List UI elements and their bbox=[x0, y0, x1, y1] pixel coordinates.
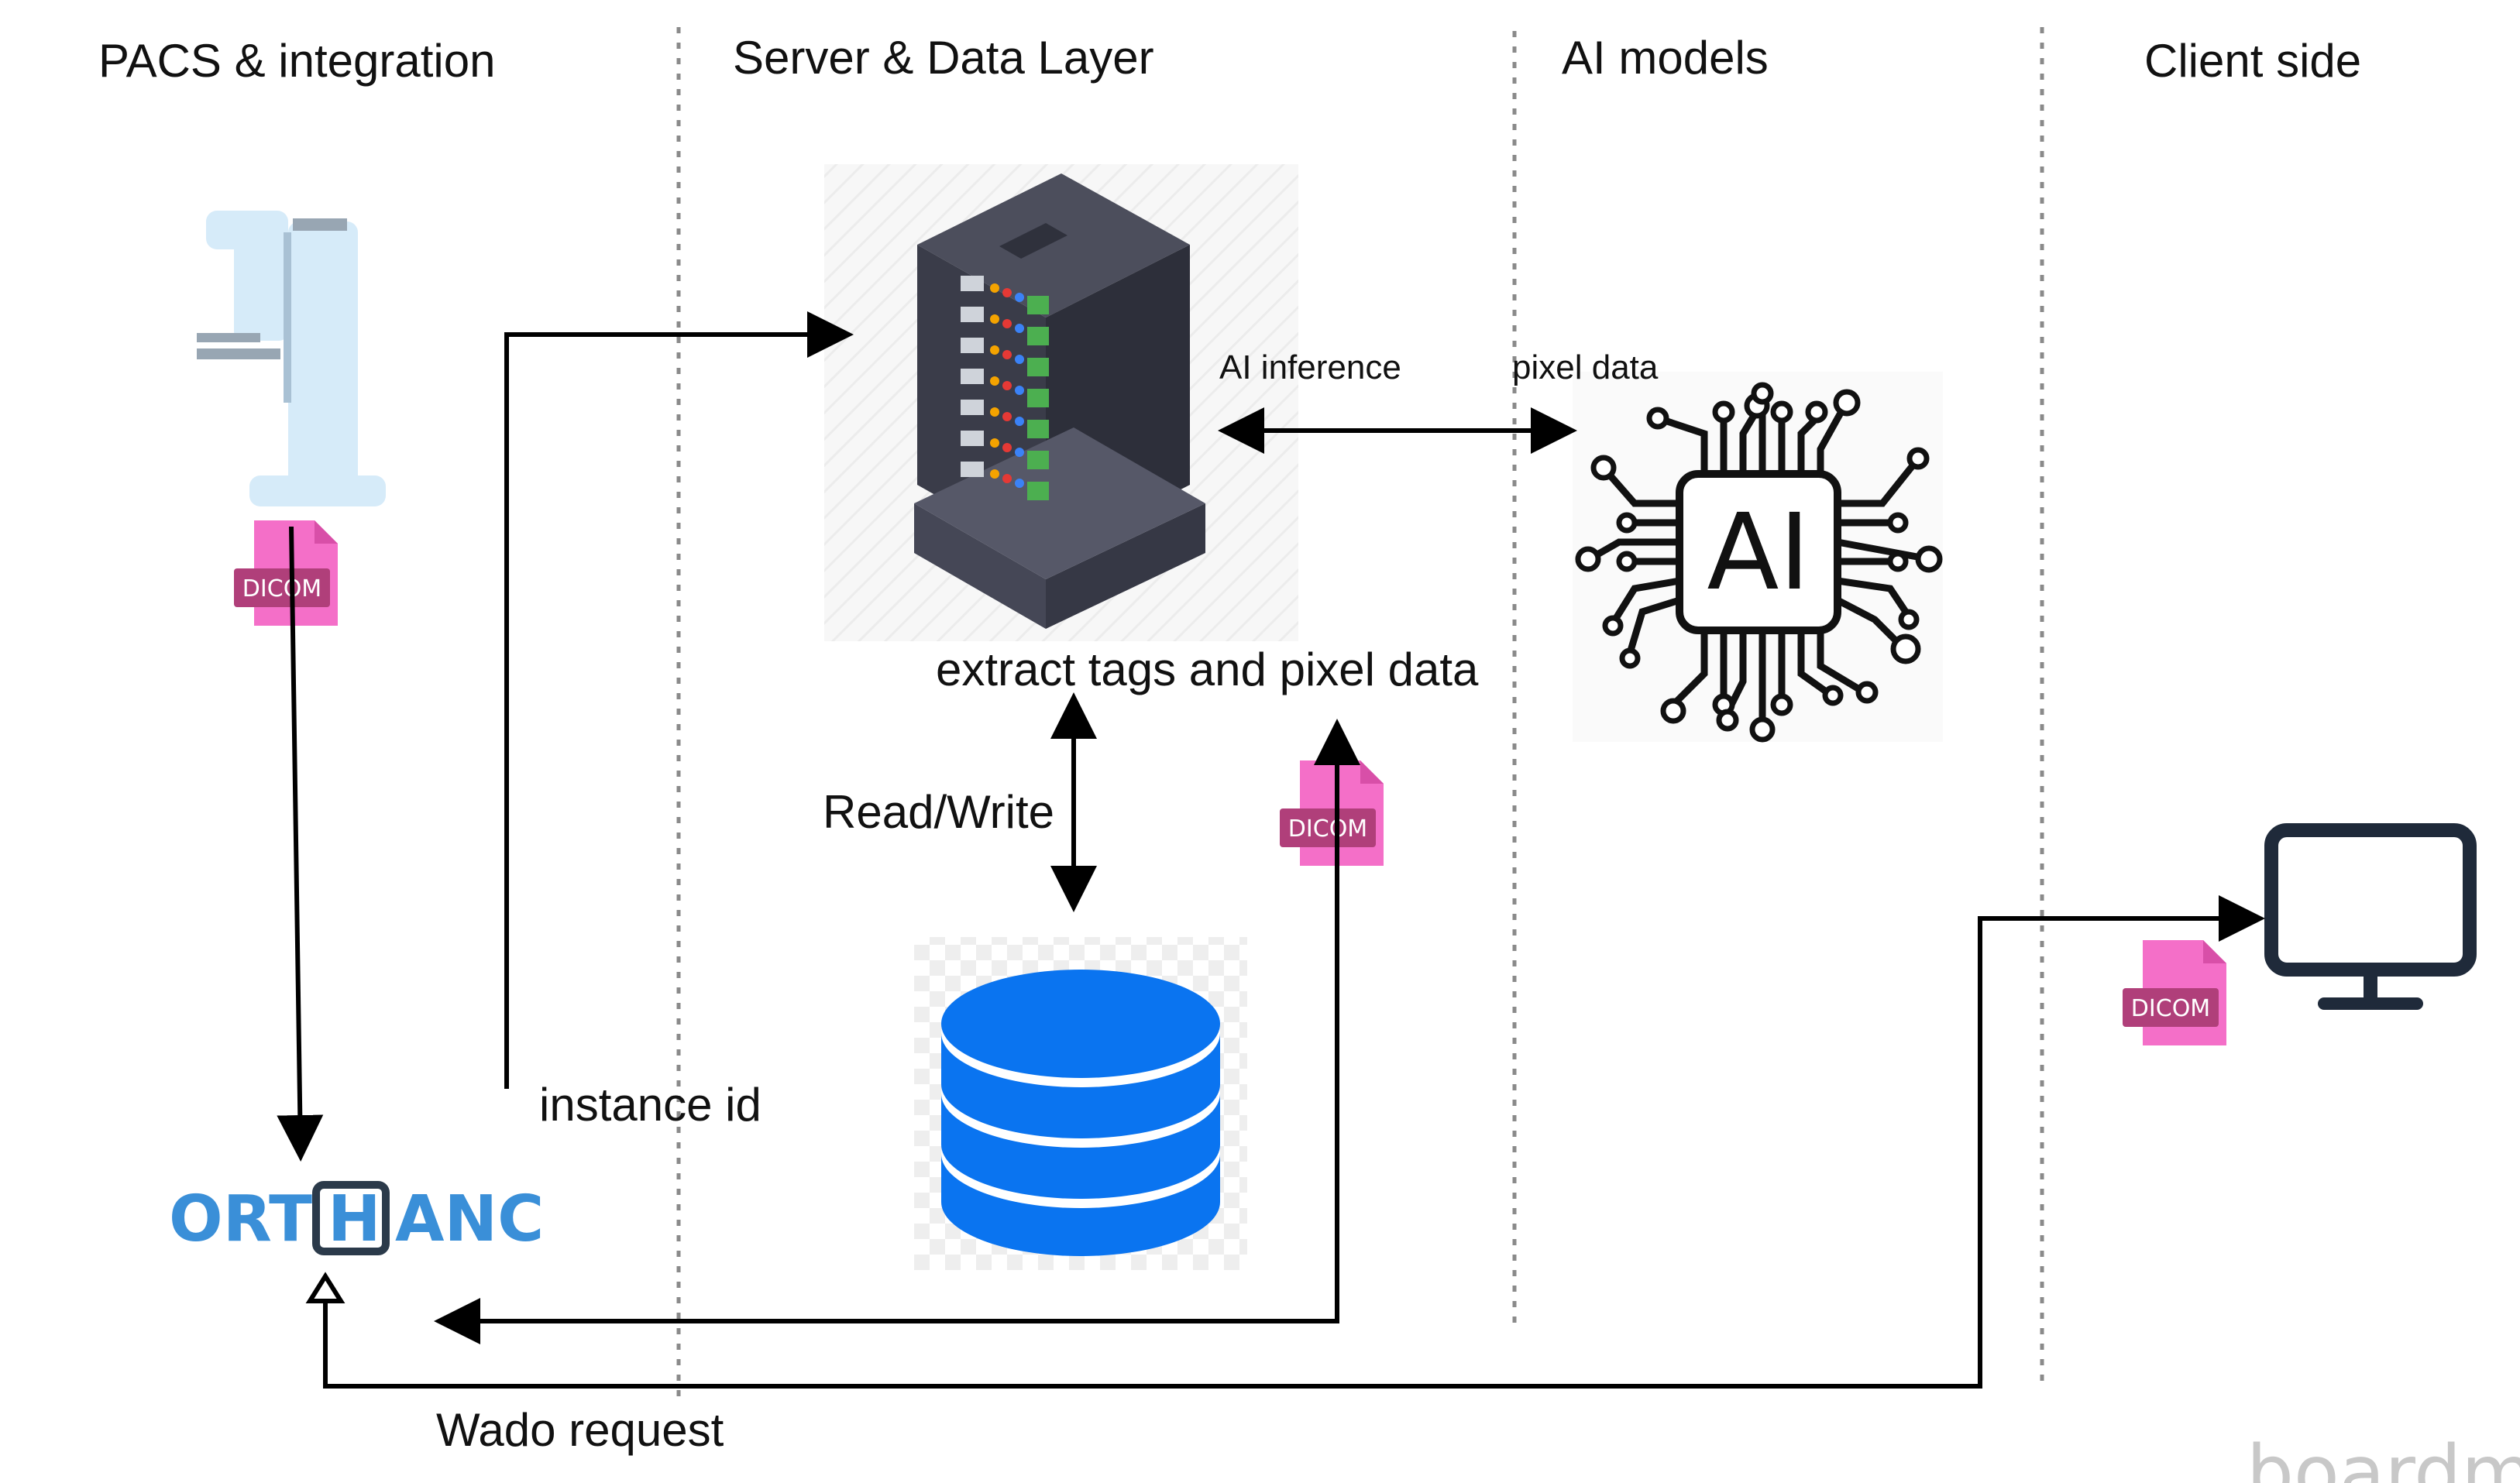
orthanc-text-left: ORT bbox=[169, 1183, 312, 1256]
arrow-instance-id-to-server bbox=[504, 311, 854, 1089]
orthanc-logo: ORT H ANC bbox=[169, 1181, 544, 1256]
dicom-file-icon: DICOM bbox=[2123, 940, 2226, 1045]
wado-hollow-arrowhead bbox=[305, 1272, 346, 1303]
label-read-write: Read/Write bbox=[823, 786, 1055, 838]
dicom-badge-label: DICOM bbox=[2131, 995, 2210, 1022]
lane-heading-ai: AI models bbox=[1562, 32, 1769, 84]
lane-heading-client: Client side bbox=[2144, 35, 2362, 87]
ai-chip-icon: AI bbox=[1573, 372, 1943, 743]
orthanc-text-right: ANC bbox=[395, 1183, 544, 1256]
arrow-modality-to-orthanc bbox=[277, 526, 324, 1162]
monitor-icon bbox=[2264, 823, 2477, 1010]
orthanc-text-mid: H bbox=[328, 1183, 381, 1256]
server-led-rows bbox=[961, 276, 1049, 500]
label-wado-request: Wado request bbox=[436, 1404, 724, 1456]
watermark: boardmi bbox=[2247, 1430, 2520, 1483]
dicom-badge-label: DICOM bbox=[242, 575, 321, 602]
dicom-badge-label: DICOM bbox=[1288, 815, 1367, 843]
dicom-file-icon: DICOM bbox=[234, 520, 338, 626]
lane-heading-pacs: PACS & integration bbox=[98, 35, 496, 87]
label-pixel-data: pixel data bbox=[1512, 348, 1659, 386]
connectors bbox=[277, 311, 2265, 1389]
label-instance-id: instance id bbox=[539, 1079, 762, 1131]
lane-heading-server: Server & Data Layer bbox=[733, 32, 1154, 84]
wado-request-line bbox=[323, 895, 2265, 1389]
server-rack-icon bbox=[824, 164, 1298, 641]
database-icon bbox=[914, 937, 1247, 1270]
ai-chip-label: AI bbox=[1707, 492, 1810, 614]
lane-dividers bbox=[676, 27, 2044, 1402]
label-extract-tags: extract tags and pixel data bbox=[936, 644, 1479, 695]
label-ai-inference: AI inference bbox=[1219, 348, 1401, 386]
dicom-file-icon: DICOM bbox=[1280, 760, 1384, 866]
x-ray-machine-icon bbox=[197, 211, 386, 506]
arrow-dicom-to-orthanc bbox=[434, 733, 1339, 1344]
